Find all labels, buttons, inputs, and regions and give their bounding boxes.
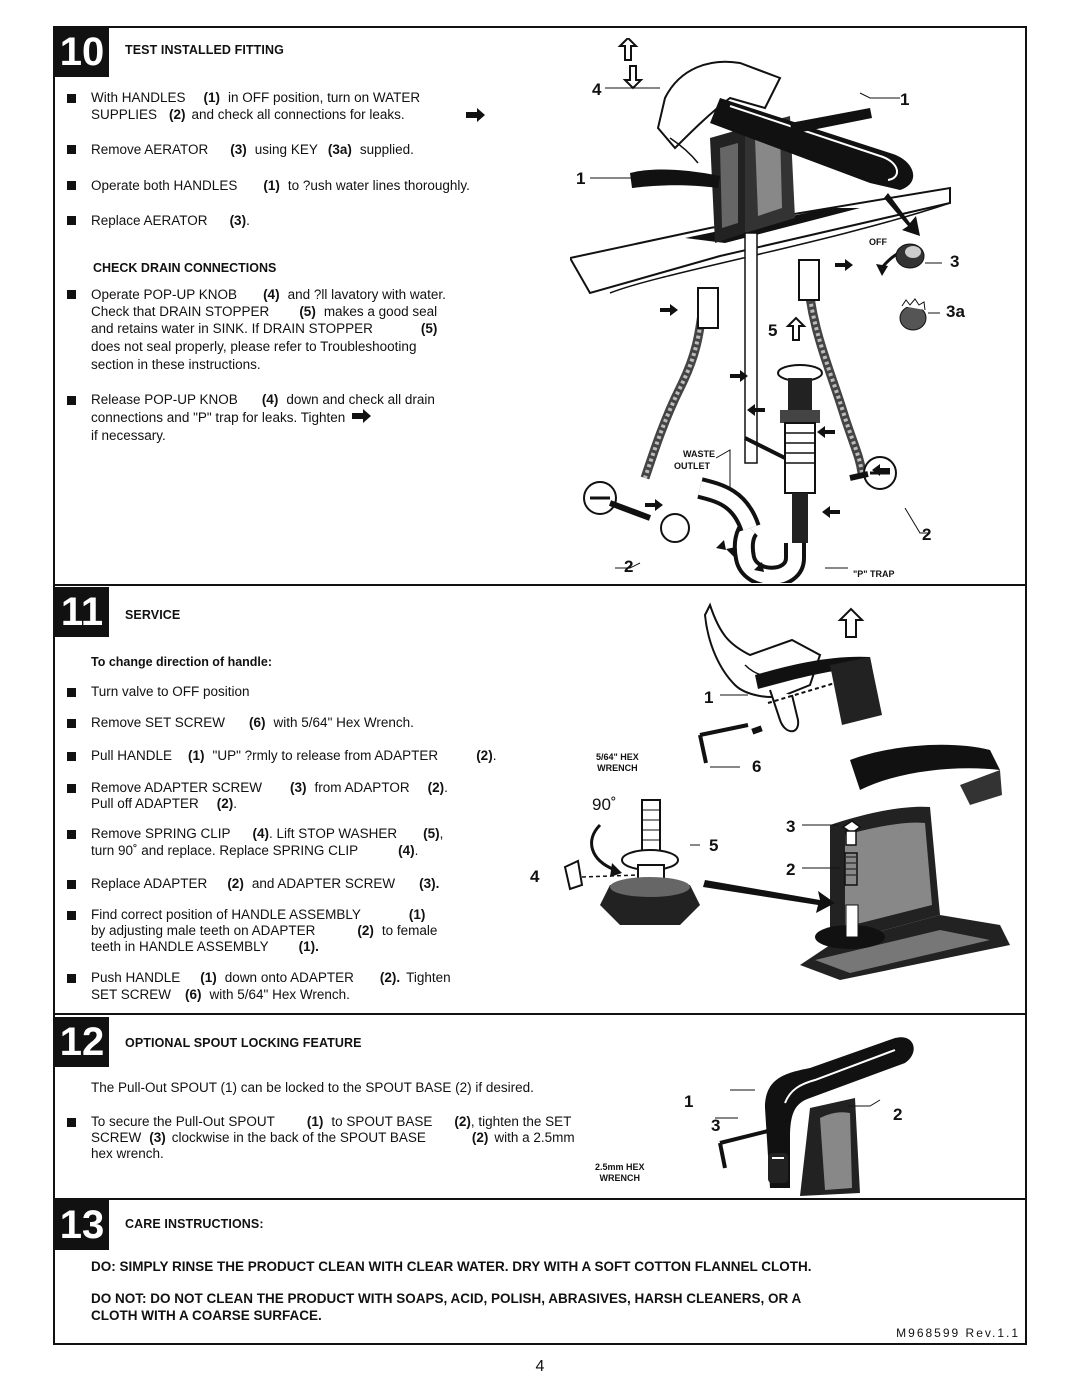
step-11-bullet-4-line-1: Remove ADAPTER SCREW(3)from ADAPTOR(2). [91, 780, 448, 795]
step-12-title: OPTIONAL SPOUT LOCKING FEATURE [125, 1036, 362, 1050]
bullet [67, 145, 76, 154]
bullet [67, 880, 76, 889]
callout-3: 3 [950, 252, 960, 271]
drain-bullet-2-line-1: Release POP-UP KNOB(4)down and check all… [91, 392, 435, 407]
drain-bullet-2-line-2: connections and "P" trap for leaks. Tigh… [91, 410, 346, 425]
divider-10-11 [53, 584, 1027, 586]
step-10-bullet-1-line-2: SUPPLIES(2)and check all connections for… [91, 107, 405, 122]
callout-1: 1 [576, 169, 586, 188]
page-frame [53, 26, 1027, 1345]
care-do-not-line-2: CLOTH WITH A COARSE SURFACE. [91, 1308, 322, 1323]
callout-5: 5 [709, 836, 719, 855]
bullet [67, 688, 76, 697]
step-12-line-3: hex wrench. [91, 1146, 164, 1161]
callout-2: 2 [893, 1105, 903, 1124]
step-13-title: CARE INSTRUCTIONS: [125, 1217, 264, 1231]
step-10-bullet-3: Operate both HANDLES(1)to ?ush water lin… [91, 178, 470, 193]
step-11-subtitle: To change direction of handle: [91, 655, 273, 669]
step-11-bullet-8-line-2: SET SCREW(6)with 5/64" Hex Wrench. [91, 987, 350, 1002]
bullet [67, 216, 76, 225]
care-do-not-line-1: DO NOT: DO NOT CLEAN THE PRODUCT WITH SO… [91, 1291, 802, 1306]
outlet-label: OUTLET [674, 461, 710, 471]
bullet [67, 719, 76, 728]
step-11-bullet-8-line-1: Push HANDLE(1)down onto ADAPTER(2).Tight… [91, 970, 451, 985]
step-10-bullet-4: Replace AERATOR(3). [91, 213, 250, 228]
callout-2: 2 [922, 525, 932, 544]
drain-bullet-2-line-3: if necessary. [91, 428, 166, 443]
callout-1: 1 [704, 688, 714, 707]
bullet [67, 94, 76, 103]
bullet [67, 911, 76, 920]
divider-11-12 [53, 1013, 1027, 1015]
care-do: DO: SIMPLY RINSE THE PRODUCT CLEAN WITH … [91, 1259, 812, 1274]
check-drain-title: CHECK DRAIN CONNECTIONS [93, 261, 277, 275]
callout-3: 3 [786, 817, 796, 836]
page-number: 4 [535, 1358, 545, 1375]
faucet-test-illustration [570, 38, 951, 583]
step-11-number: 11 [55, 587, 109, 637]
step-12-line-1: To secure the Pull-Out SPOUT(1)to SPOUT … [91, 1114, 572, 1129]
step-10-title: TEST INSTALLED FITTING [125, 43, 284, 57]
step-12-intro: The Pull-Out SPOUT (1) can be locked to … [91, 1080, 534, 1095]
spout-lock-illustration [715, 1037, 914, 1196]
step-11-bullet-1: Turn valve to OFF position [91, 684, 250, 699]
drain-bullet-1-line-2: Check that DRAIN STOPPER(5)makes a good … [91, 304, 438, 319]
document-id: M968599 Rev.1.1 [896, 1326, 1020, 1340]
callout-3a: 3a [946, 302, 965, 321]
bullet [67, 752, 76, 761]
step-12-number: 12 [55, 1017, 109, 1067]
bullet [67, 784, 76, 793]
divider-12-13 [53, 1198, 1027, 1200]
drain-bullet-1-line-3: and retains water in SINK. If DRAIN STOP… [91, 321, 438, 336]
arrow-right-icon [352, 409, 371, 423]
drain-bullet-1-line-5: section in these instructions. [91, 357, 261, 372]
handle-service-illustration [563, 602, 1010, 980]
callout-1: 1 [900, 90, 910, 109]
arrow-right-icon [466, 108, 485, 122]
bullet [67, 290, 76, 299]
drain-bullet-1-line-1: Operate POP-UP KNOB(4)and ?ll lavatory w… [91, 287, 446, 302]
bullet [67, 974, 76, 983]
step-10-number: 10 [55, 27, 109, 77]
step-11-bullet-3: Pull HANDLE(1)"UP" ?rmly to release from… [91, 748, 497, 763]
callout-6: 6 [752, 757, 762, 776]
callout-4: 4 [530, 867, 540, 886]
callout-5: 5 [768, 321, 778, 340]
bullet [67, 830, 76, 839]
bullet [67, 1118, 76, 1127]
step-11-bullet-4-line-2: Pull off ADAPTER(2). [91, 796, 238, 811]
callout-3: 3 [711, 1116, 721, 1135]
step-11-bullet-6: Replace ADAPTER(2)and ADAPTER SCREW(3). [91, 876, 440, 891]
ninety-degree-label: 90˚ [592, 795, 617, 814]
callout-2: 2 [786, 860, 796, 879]
p-trap-label: "P" TRAP [853, 569, 895, 579]
step-10-bullet-1-line-1: With HANDLES(1)in OFF position, turn on … [91, 90, 421, 105]
step-12-line-2: SCREW(3)clockwise in the back of the SPO… [91, 1130, 575, 1145]
step-11-bullet-2: Remove SET SCREW(6)with 5/64" Hex Wrench… [91, 715, 414, 730]
bullet [67, 181, 76, 190]
callout-2: 2 [624, 557, 634, 576]
callout-4: 4 [592, 80, 602, 99]
step-11-bullet-7-line-2: by adjusting male teeth on ADAPTER(2)to … [91, 923, 438, 938]
step-13-number: 13 [55, 1200, 109, 1250]
step-11-bullet-7-line-3: teeth in HANDLE ASSEMBLY(1). [91, 939, 319, 954]
off-label: OFF [869, 237, 887, 247]
step-11-bullet-5-line-2: turn 90˚ and replace. Replace SPRING CLI… [91, 843, 419, 858]
callout-1: 1 [684, 1092, 694, 1111]
waste-label: WASTE [683, 449, 716, 459]
step-10-bullet-2: Remove AERATOR(3)using KEY(3a)supplied. [91, 142, 414, 157]
step-11-title: SERVICE [125, 608, 181, 622]
bullet [67, 396, 76, 405]
step-11-bullet-5-line-1: Remove SPRING CLIP(4). Lift STOP WASHER(… [91, 826, 444, 841]
drain-bullet-1-line-4: does not seal properly, please refer to … [91, 339, 417, 354]
step-11-bullet-7-line-1: Find correct position of HANDLE ASSEMBLY… [91, 907, 426, 922]
